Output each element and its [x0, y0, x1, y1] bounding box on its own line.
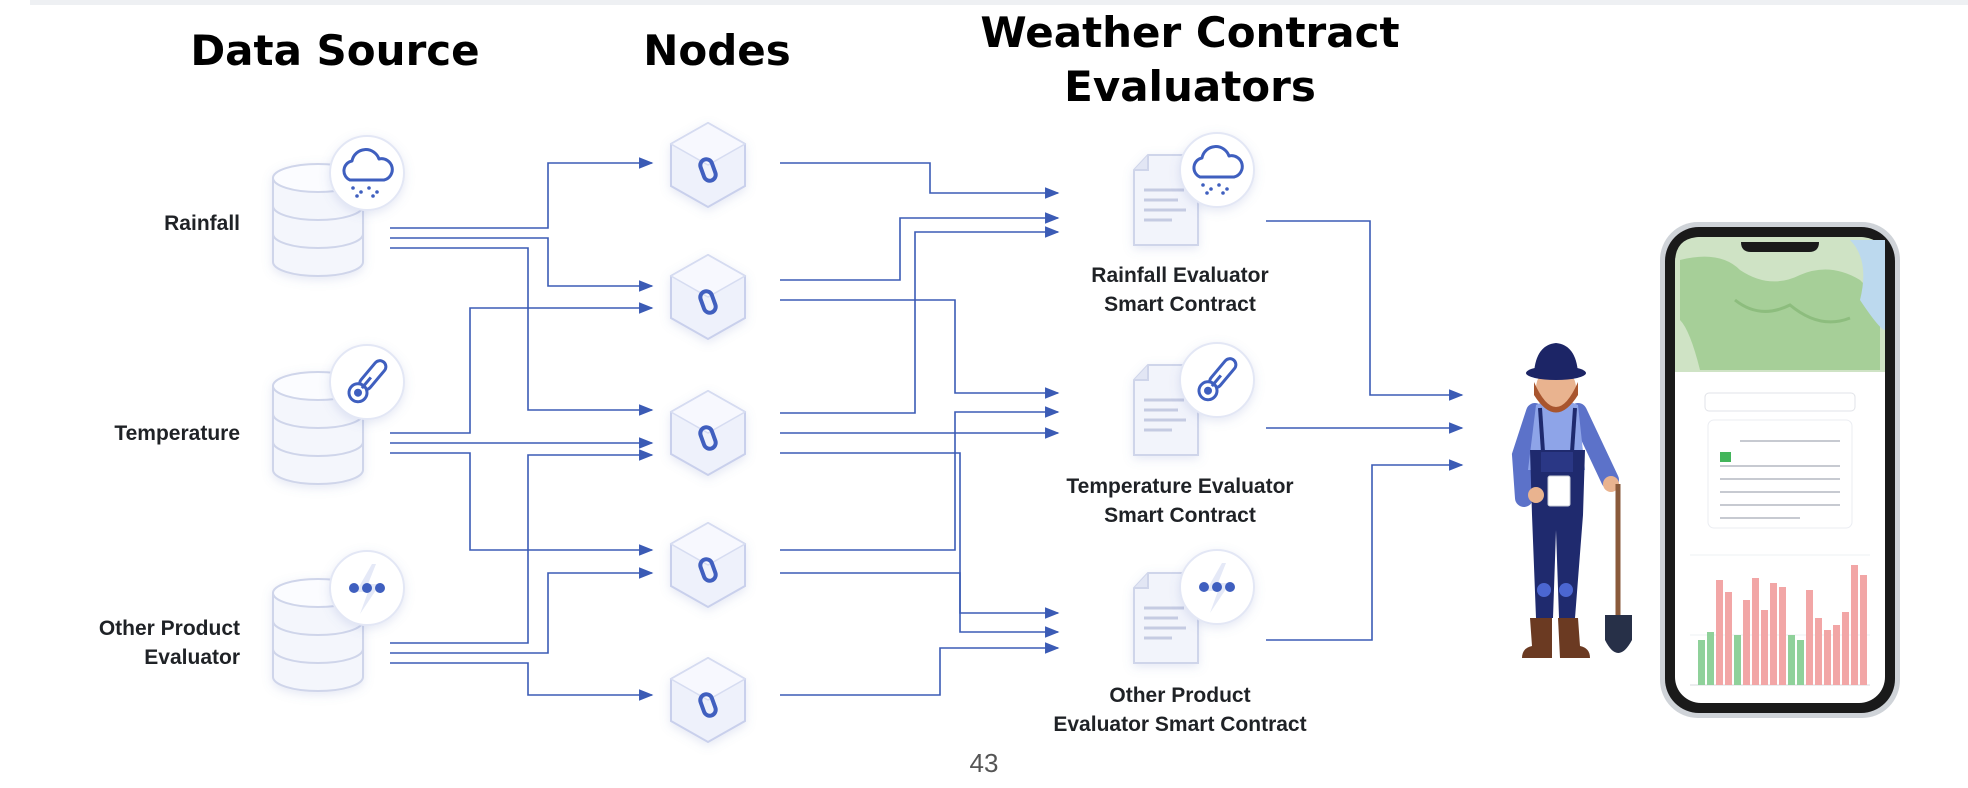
contract-rain-cloud-icon — [1179, 132, 1255, 208]
source-to-node-connectors — [390, 157, 654, 701]
phone-bar-chart — [1690, 554, 1870, 686]
farmer-illustration — [1511, 343, 1632, 658]
header-evaluators-line1: Weather Contract — [980, 8, 1400, 57]
source-label-other-line2: Evaluator — [144, 646, 240, 669]
contract-label-temperature-line1: Temperature Evaluator — [1066, 475, 1294, 498]
contract-label-other-line2: Evaluator Smart Contract — [1053, 713, 1307, 736]
node-2 — [669, 253, 747, 341]
contract-to-farmer-connectors — [1266, 220, 1464, 641]
source-label-rainfall: Rainfall — [164, 212, 240, 235]
header-nodes: Nodes — [643, 26, 791, 75]
contract-label-rainfall-line2: Smart Contract — [1104, 293, 1256, 316]
phone-calendar — [1704, 392, 1856, 529]
thermometer-icon — [329, 344, 405, 420]
source-label-other-line1: Other Product — [98, 617, 240, 640]
smartphone-illustration — [1660, 222, 1900, 718]
lightning-ellipsis-icon — [329, 550, 405, 626]
page-number: 43 — [969, 748, 999, 778]
node-1 — [669, 121, 747, 209]
contract-label-rainfall-line1: Rainfall Evaluator — [1091, 264, 1269, 287]
phone-map — [1675, 237, 1885, 372]
contract-label-temperature-line2: Smart Contract — [1104, 504, 1256, 527]
contract-label-other-line1: Other Product — [1109, 684, 1251, 707]
node-5 — [669, 656, 747, 744]
header-data-source: Data Source — [190, 26, 480, 75]
node-to-contract-connectors — [780, 162, 1060, 696]
contract-lightning-ellipsis-icon — [1179, 549, 1255, 625]
top-border — [30, 0, 1968, 5]
header-evaluators-line2: Evaluators — [1064, 62, 1316, 111]
node-4 — [669, 521, 747, 609]
node-3 — [669, 389, 747, 477]
source-label-temperature: Temperature — [114, 422, 240, 445]
contract-thermometer-icon — [1179, 342, 1255, 418]
rain-cloud-icon — [329, 135, 405, 211]
